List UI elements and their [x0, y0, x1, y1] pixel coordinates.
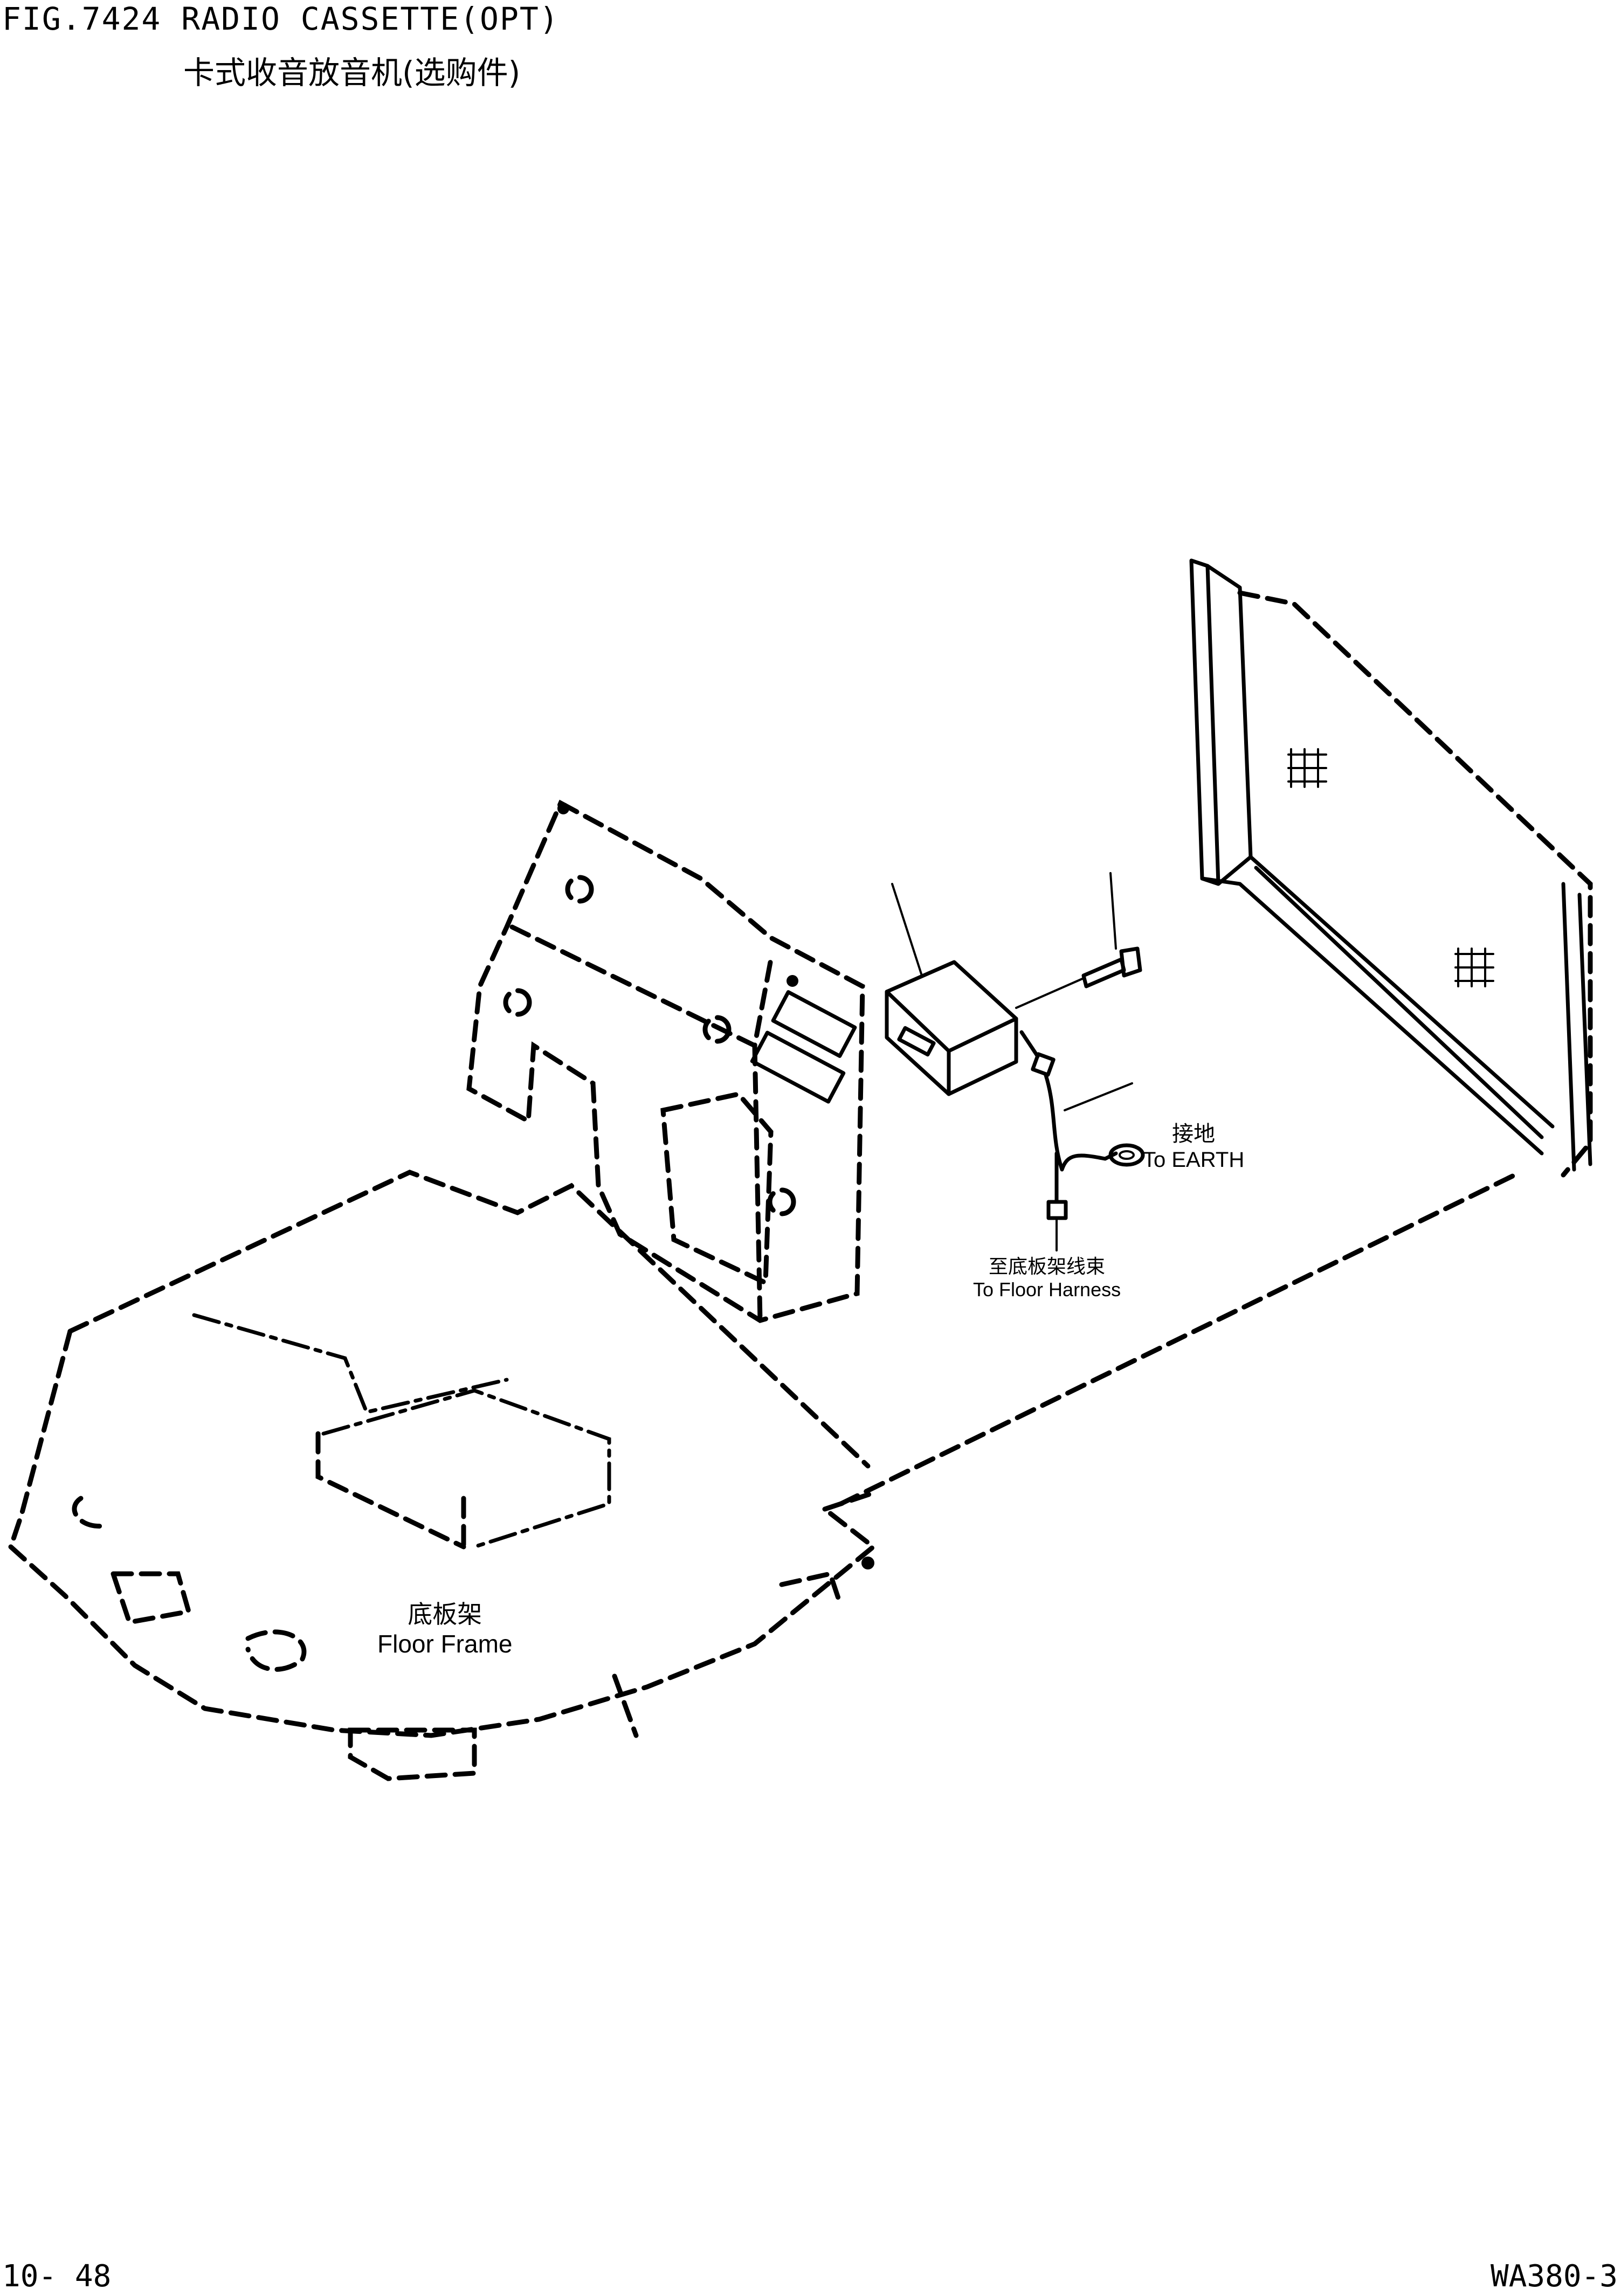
model-code: WA380-3 [1490, 2259, 1618, 2294]
dashboard-panel [466, 799, 865, 1323]
earth-label-en: To EARTH [1143, 1148, 1245, 1172]
harness-label-en: To Floor Harness [973, 1278, 1121, 1301]
figure-title: FIG.7424 RADIO CASSETTE(OPT) [2, 1, 560, 37]
earth-label-cn: 接地 [1172, 1122, 1216, 1146]
wire-route-dashed [838, 1172, 1517, 1506]
wire-harness [1019, 1030, 1145, 1251]
harness-label-cn: 至底板架线束 [989, 1255, 1106, 1277]
floor-frame-callout: 底板架 Floor Frame [377, 1600, 512, 1659]
figure-subtitle: 卡式收音放音机(选购件) [183, 54, 521, 91]
floor-label-en: Floor Frame [377, 1630, 513, 1658]
floor-frame-outline [8, 1170, 878, 1781]
floor-label-cn: 底板架 [408, 1600, 482, 1628]
mounting-bolt [1015, 872, 1142, 1009]
side-panel-frame [1189, 558, 1593, 1178]
radio-cassette-unit [885, 883, 1018, 1096]
harness-callout: 至底板架线束 To Floor Harness [973, 1255, 1121, 1301]
earth-callout: 接地 To EARTH [1143, 1121, 1244, 1173]
page-number: 10- 48 [2, 2259, 112, 2294]
